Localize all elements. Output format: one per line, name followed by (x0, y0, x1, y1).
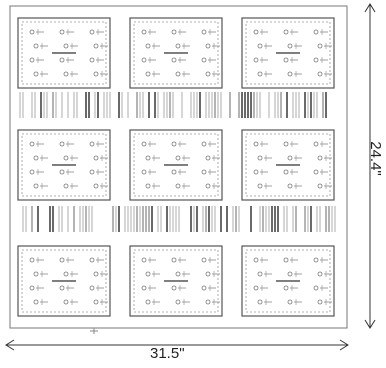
panel-5 (129, 129, 223, 201)
barcode-strips (19, 92, 336, 232)
panel-8 (129, 245, 223, 317)
panel-7 (17, 245, 111, 317)
height-dimension-label: 24.4" (366, 141, 384, 176)
panel-4 (17, 129, 111, 201)
outer-frame (9, 5, 348, 329)
panel-1 (17, 17, 111, 89)
panel-6 (241, 129, 335, 201)
strip-1 (19, 92, 327, 118)
panel-grid (17, 17, 335, 317)
height-dimension-arrow (364, 3, 376, 329)
panel-9 (241, 245, 335, 317)
center-mark (90, 328, 98, 334)
width-dimension-arrow (5, 339, 349, 351)
panel-2 (129, 17, 223, 89)
panel-3 (241, 17, 335, 89)
width-dimension-label: 31.5" (150, 345, 185, 362)
strip-2 (22, 206, 336, 232)
